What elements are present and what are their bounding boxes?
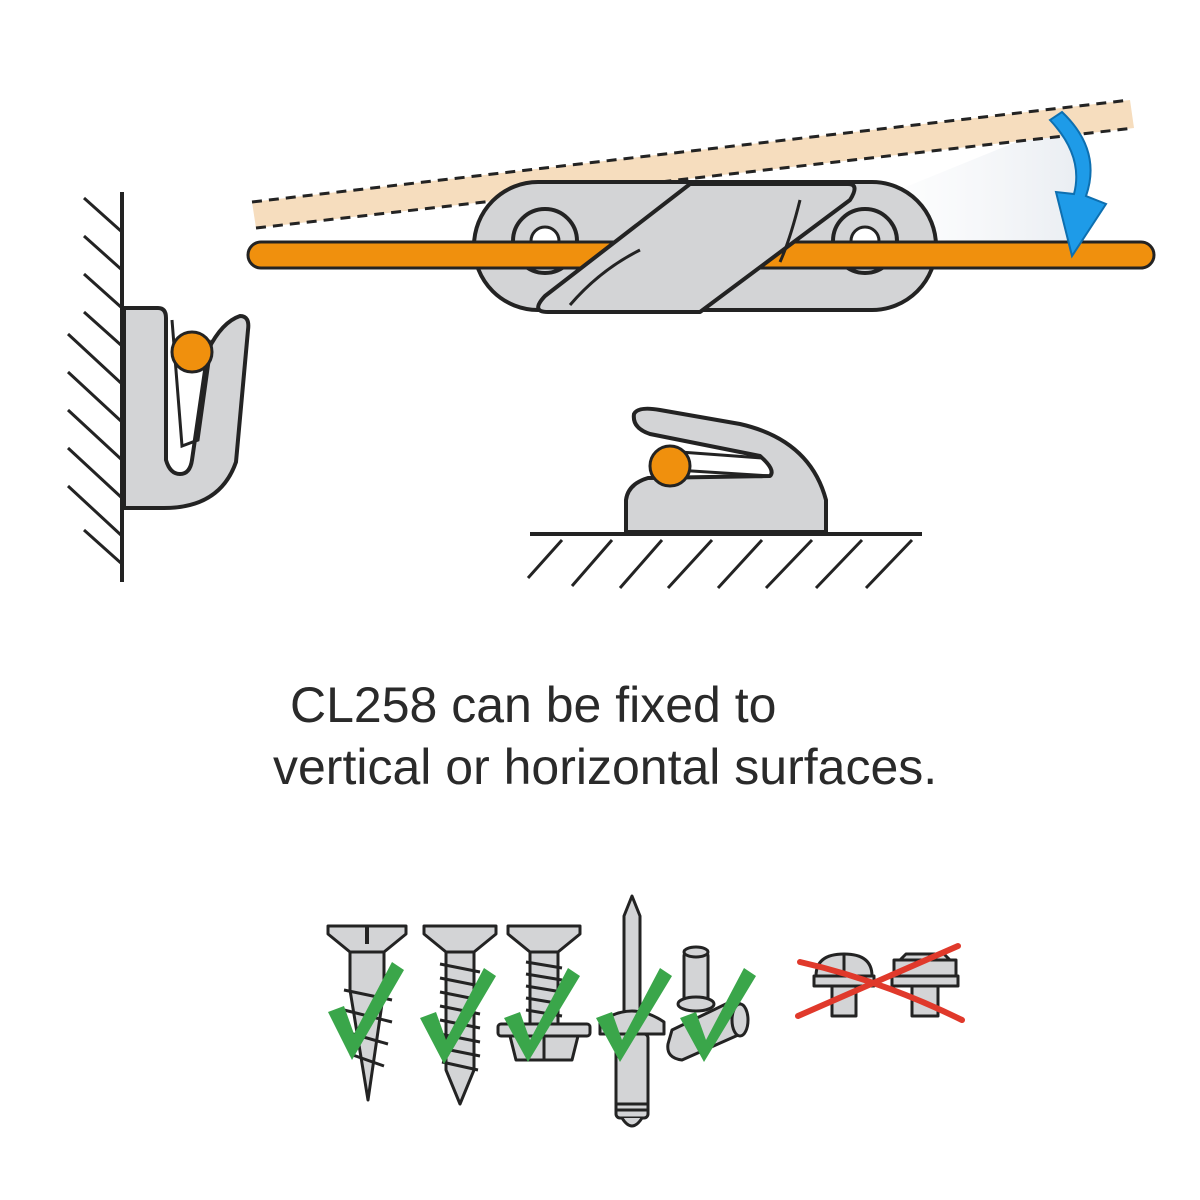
caption-line-2: vertical or horizontal surfaces. xyxy=(273,739,938,795)
caption-line-1: CL258 can be fixed to xyxy=(290,677,777,733)
rope-section-horizontal xyxy=(648,444,692,488)
rope-raised-dash-bottom xyxy=(255,126,1135,230)
rope-raised-dash-top xyxy=(251,98,1131,204)
wall-hatching xyxy=(66,196,124,566)
fasteners-row xyxy=(326,894,965,1128)
vertical-mount-view xyxy=(66,192,251,582)
horizontal-mount-view xyxy=(526,406,922,590)
pop-rivet-icon xyxy=(598,894,666,1128)
cross-mark-icon xyxy=(795,943,965,1023)
press-down-arrow-icon xyxy=(1048,110,1108,259)
cleat-jaw-band xyxy=(536,182,857,314)
top-side-view xyxy=(246,98,1156,314)
rope-raised-position xyxy=(252,100,1134,228)
cleat-side-horizontal xyxy=(624,406,828,534)
machine-screw-with-nut-icon xyxy=(496,924,592,1062)
floor-hatching xyxy=(526,538,914,590)
rope-section-vertical xyxy=(170,330,214,374)
check-mark-icon xyxy=(328,962,756,1064)
